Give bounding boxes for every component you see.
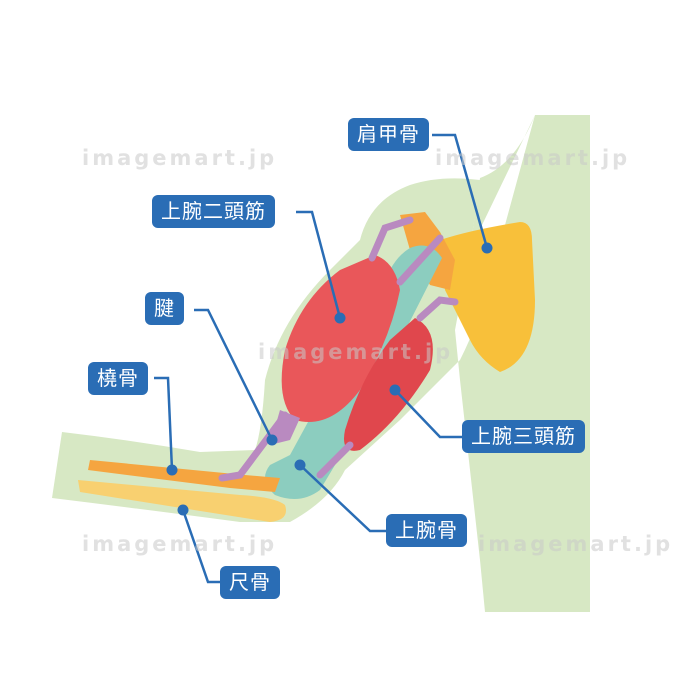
- watermark: imagemart.jp: [258, 340, 454, 364]
- label-tendon: 腱: [145, 292, 184, 325]
- radius-shape: [88, 460, 280, 492]
- triceps-shape: [344, 318, 433, 451]
- leader-dots: [166, 242, 493, 516]
- tendon-attachment-shape: [270, 410, 300, 445]
- label-scapula: 肩甲骨: [348, 118, 429, 151]
- scapula-shape: [440, 222, 535, 372]
- biceps-shape: [281, 255, 400, 422]
- label-triceps: 上腕三頭筋: [462, 420, 585, 453]
- leader-lines: [154, 133, 489, 584]
- label-ulna: 尺骨: [220, 566, 280, 599]
- watermark: imagemart.jp: [435, 146, 631, 170]
- label-humerus: 上腕骨: [386, 514, 467, 547]
- watermark: imagemart.jp: [82, 146, 278, 170]
- watermark: imagemart.jp: [82, 532, 278, 556]
- label-radius: 橈骨: [88, 362, 148, 395]
- label-biceps: 上腕二頭筋: [152, 195, 275, 228]
- ulna-shape: [78, 480, 286, 522]
- watermark: imagemart.jp: [478, 532, 674, 556]
- shoulder-silhouette: [470, 115, 535, 250]
